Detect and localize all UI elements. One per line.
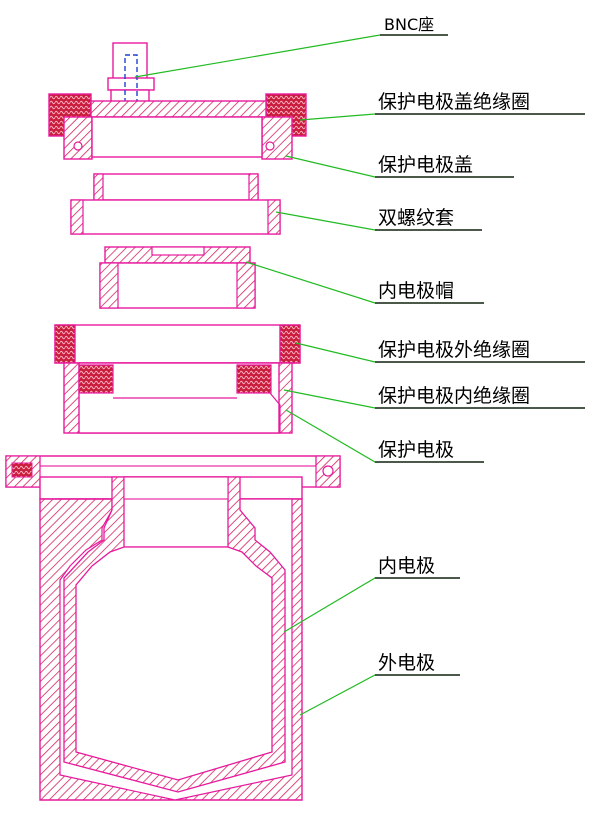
label-bnc: BNC座	[384, 15, 434, 34]
inner-electrode-cap-part	[99, 246, 256, 309]
label-inner-electrode: 内电极	[378, 555, 435, 577]
label-inner-insulator: 保护电极内绝缘圈	[378, 385, 530, 407]
label-double-thread: 双螺纹套	[378, 207, 454, 229]
label-guard: 保护电极	[378, 439, 454, 461]
label-outer-insulator: 保护电极外绝缘圈	[378, 339, 530, 361]
leader-outer-electrode	[299, 674, 460, 716]
leader-cap-insulator	[299, 113, 585, 121]
guard-electrode-part	[54, 324, 301, 434]
leader-bnc	[134, 34, 448, 78]
label-underlines	[375, 34, 585, 676]
label-inner-cap: 内电极帽	[378, 280, 454, 302]
label-cap-insulator: 保护电极盖绝缘圈	[378, 91, 530, 113]
label-cap: 保护电极盖	[378, 154, 473, 176]
leader-inner-electrode	[283, 577, 460, 633]
double-thread-sleeve-part	[70, 173, 281, 235]
label-outer-electrode: 外电极	[378, 652, 435, 674]
guard-electrode-cap-part	[48, 93, 307, 160]
labels: BNC座 保护电极盖绝缘圈 保护电极盖 双螺纹套 内电极帽 保护电极外绝缘圈 保…	[378, 15, 530, 674]
inner-electrode-part	[63, 476, 286, 793]
